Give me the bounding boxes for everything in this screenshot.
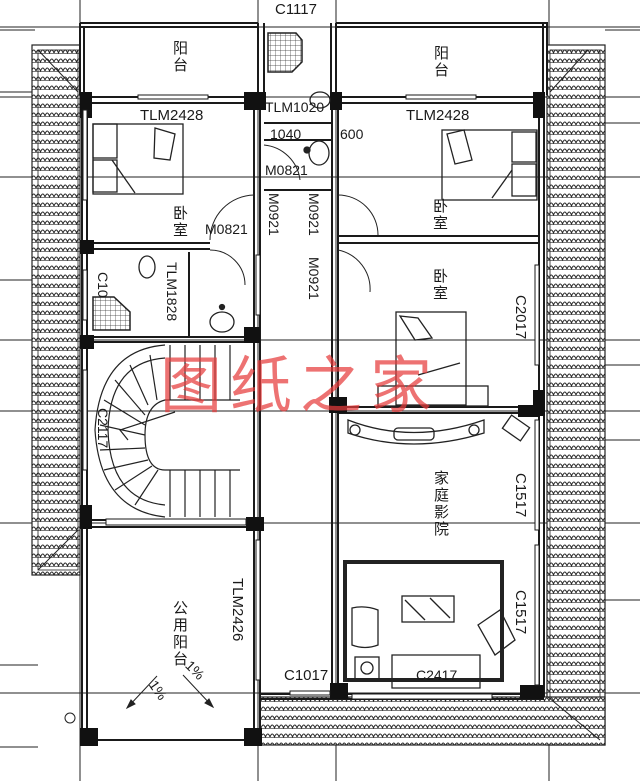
room-label-home-theater: 家庭影院: [432, 470, 450, 538]
room-label-bedroom-right-top: 卧室: [431, 198, 449, 232]
window-label-c10: C10: [95, 272, 111, 298]
dimension-600: 600: [340, 126, 364, 142]
shower-top: [267, 32, 303, 73]
dimension-1040: 1040: [270, 126, 302, 142]
door-label-m0921-b: M0921: [306, 193, 322, 236]
roof-tiles-bottom: [259, 696, 606, 746]
windows: [82, 94, 540, 700]
room-label-balcony-right: 阳台: [432, 45, 450, 79]
fixtures: [138, 91, 331, 333]
watermark-text: 图纸之家: [160, 349, 441, 422]
door-label-tlm1828: TLM1828: [164, 262, 180, 322]
door-label-tlm2426: TLM2426: [229, 578, 246, 642]
bed-right-mid: [377, 311, 489, 407]
columns: [80, 92, 545, 746]
door-swings: [209, 144, 379, 293]
room-label-public-balcony: 公用阳台: [171, 600, 189, 668]
tv-console: [347, 414, 531, 445]
walls: [79, 22, 548, 741]
room-label-bedroom-left: 卧室: [171, 205, 189, 239]
bed-left: [92, 123, 184, 195]
window-label-c2417: C2417: [416, 667, 458, 683]
door-label-m0921-a: M0921: [266, 193, 282, 236]
door-label-tlm2428-right: TLM2428: [406, 107, 470, 124]
spiral-stair: [94, 344, 240, 518]
door-label-tlm1020: TLM1020: [265, 99, 325, 115]
shower-left: [92, 296, 131, 331]
door-label-m0821-a: M0821: [265, 162, 308, 178]
bed-right-top: [441, 129, 538, 201]
theater-furniture: [343, 560, 516, 689]
roof-tiles-right: [546, 44, 606, 746]
slope-arrows: [64, 674, 215, 724]
roof-tiles-left: [31, 44, 81, 576]
window-label-c1017: C1017: [284, 667, 329, 684]
window-label-c2017: C2017: [512, 295, 529, 340]
window-label-c1517-a: C1517: [512, 473, 529, 518]
room-label-balcony-left: 阳台: [171, 40, 189, 74]
window-label-c2117: C2117: [95, 408, 111, 449]
door-label-m0921-c: M0921: [306, 257, 322, 300]
door-label-m0821-b: M0821: [205, 221, 248, 237]
room-label-bedroom-right-mid: 卧室: [431, 268, 449, 302]
window-label-c1517-b: C1517: [512, 590, 529, 635]
door-label-tlm2428-left: TLM2428: [140, 107, 204, 124]
window-label-c1117: C1117: [275, 1, 317, 18]
